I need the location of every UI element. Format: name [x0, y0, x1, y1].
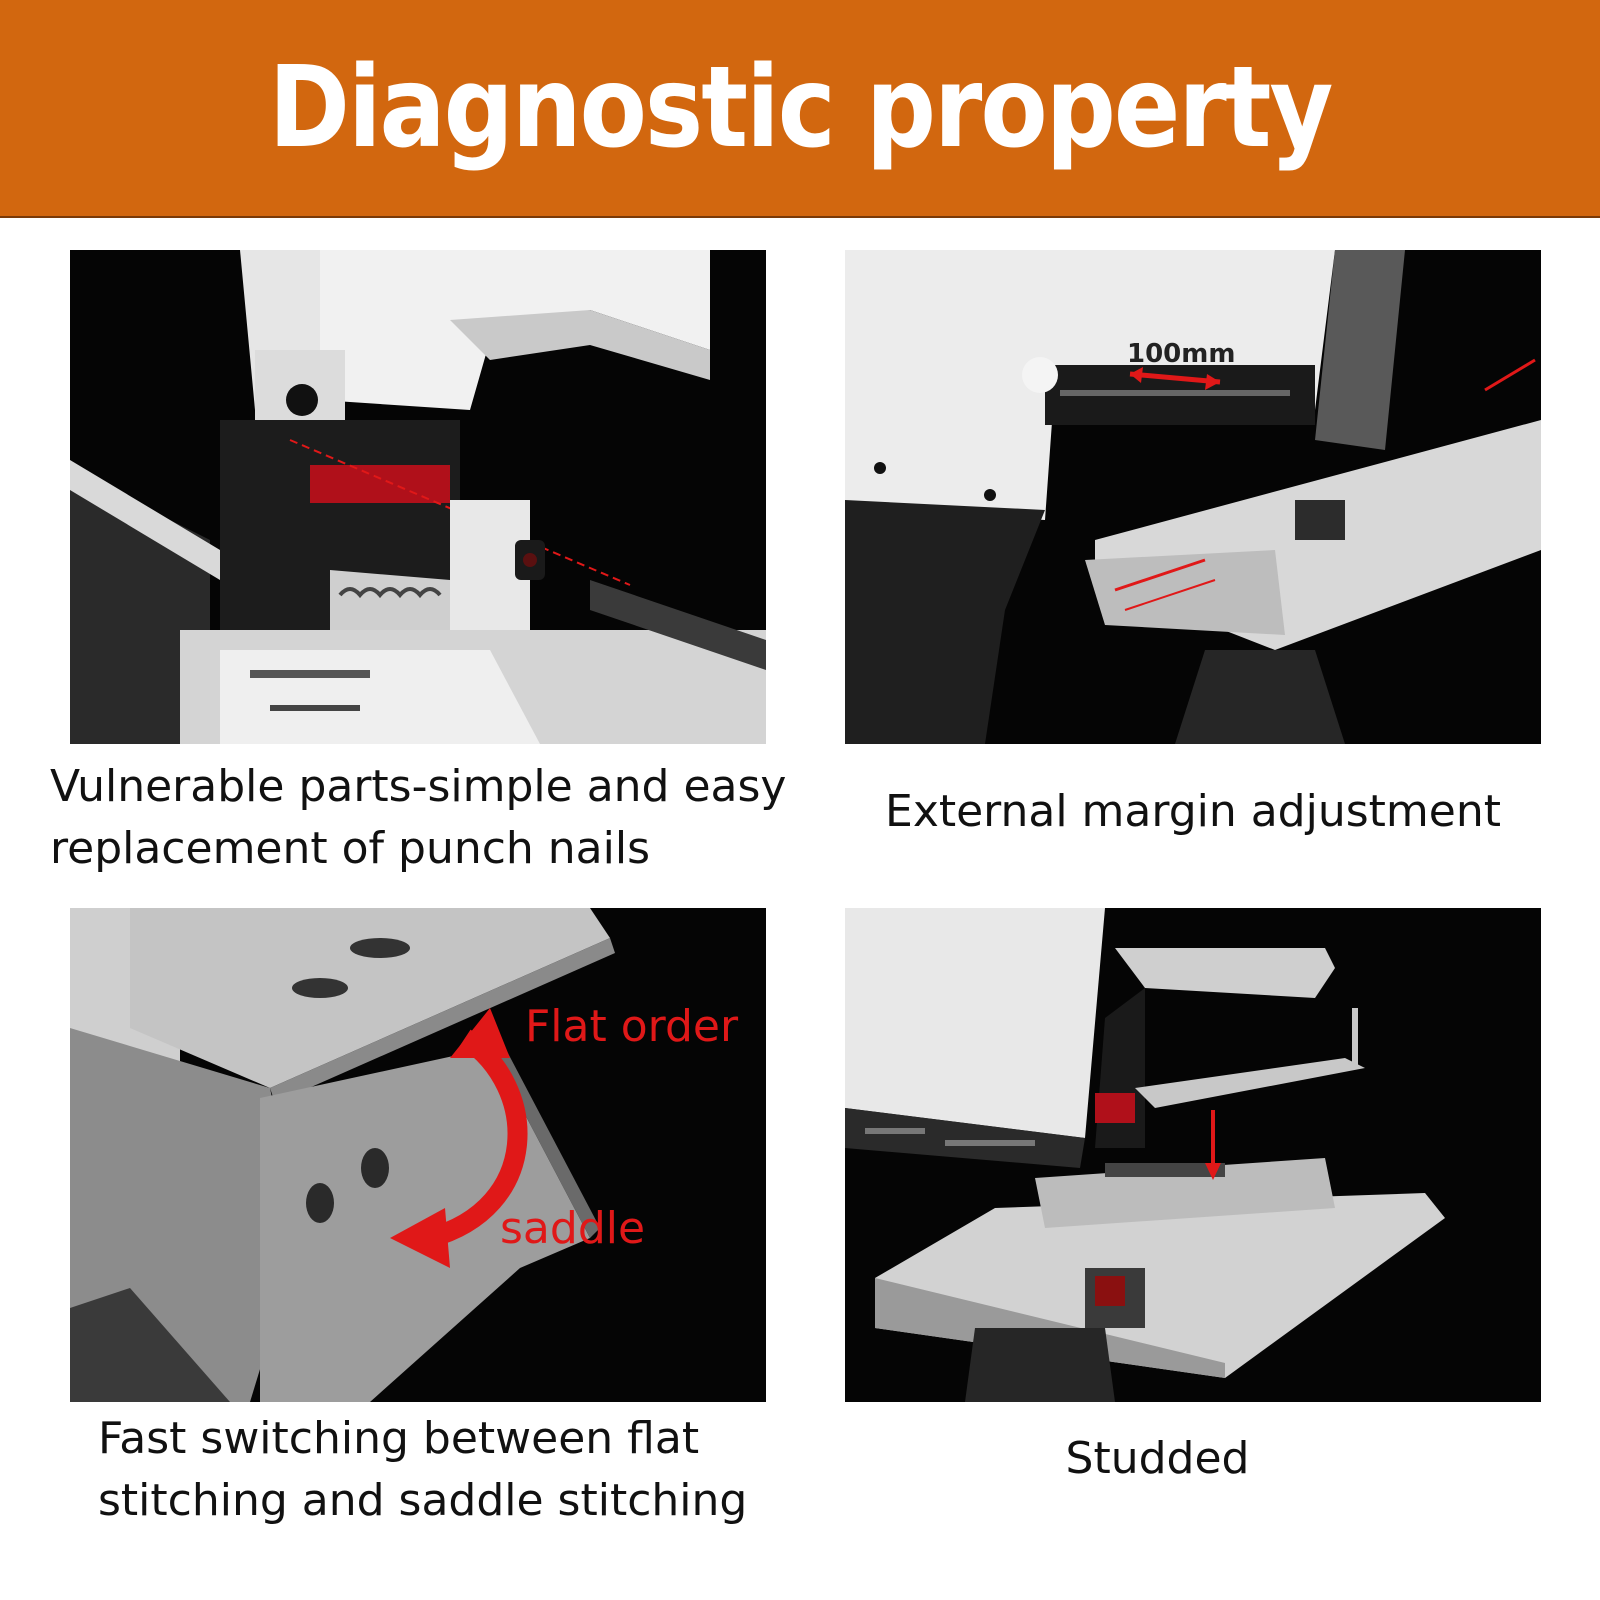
caption-studded: Studded: [1065, 1433, 1250, 1484]
margin-label-100mm: 100mm: [1127, 339, 1235, 369]
saddle-label: saddle: [500, 1203, 645, 1254]
caption-margin-adjustment: External margin adjustment: [885, 786, 1501, 837]
flat-order-label: Flat order: [525, 1001, 739, 1052]
caption-punch-nails: Vulnerable parts-simple and easy replace…: [50, 761, 787, 874]
photo-studded: [845, 908, 1541, 1402]
page-title: Diagnostic property: [268, 42, 1334, 174]
header-banner: Diagnostic property: [0, 0, 1600, 218]
photo-margin-adjustment: 100mm: [845, 250, 1541, 744]
caption-flat-saddle-switch: Fast switching between flat stitching an…: [98, 1413, 748, 1526]
photo-punch-nails: [70, 250, 766, 744]
photo-flat-saddle-switch: Flat order saddle: [70, 908, 766, 1402]
